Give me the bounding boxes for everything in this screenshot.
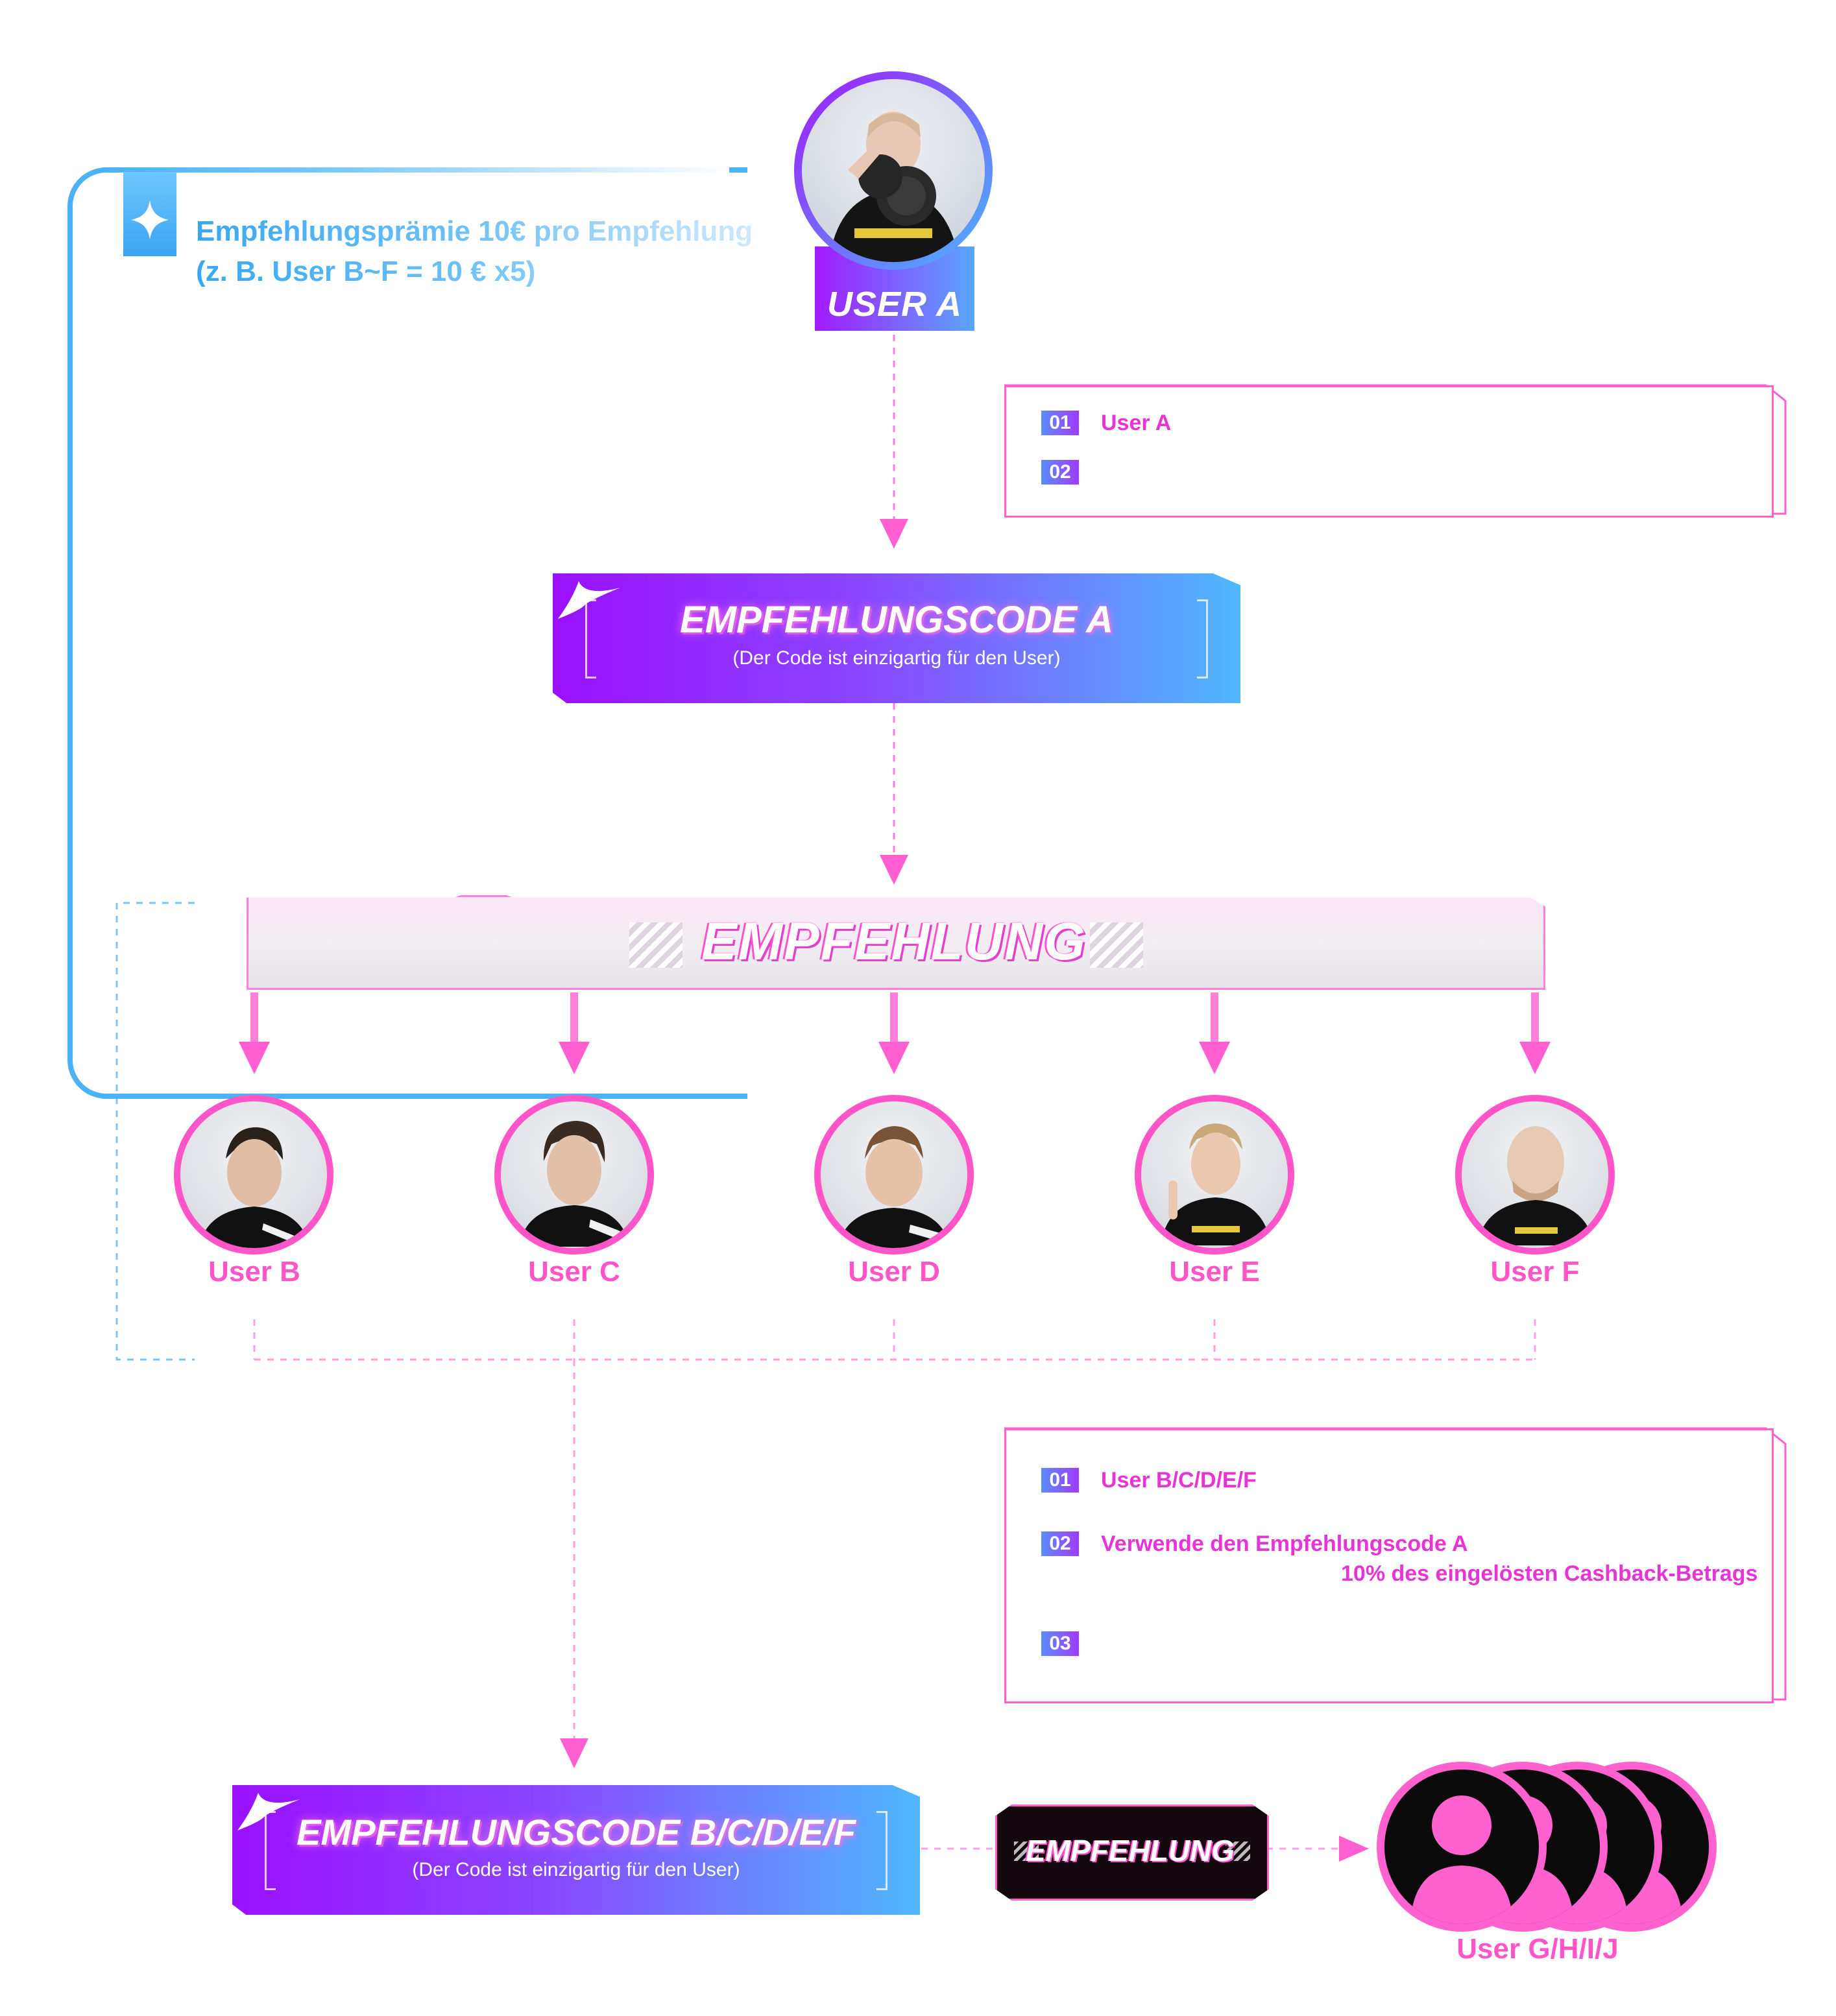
referral-bar-title: EMPFEHLUNG (701, 912, 1087, 971)
user-f-label: User F (1490, 1256, 1580, 1288)
reward-bracket-fade (106, 163, 729, 176)
step-badge-2: 02 (1041, 460, 1079, 485)
step-badge-2: 02 (1041, 1531, 1079, 1556)
info-box-1: 01 User A 02 (1004, 385, 1774, 518)
hatch-right-icon (1226, 1842, 1250, 1861)
step-text-2: Verwende den Empfehlungscode A (1101, 1531, 1468, 1556)
user-c-avatar (494, 1095, 654, 1254)
step-text-2-extra: 10% des eingelösten Cashback-Betrags (1341, 1561, 1758, 1586)
user-placeholder-icon (1410, 1795, 1513, 1924)
user-e-label: User E (1169, 1256, 1260, 1288)
code-a-subtitle: (Der Code ist einzigartig für den User) (732, 647, 1061, 669)
user-c-label: User C (528, 1256, 620, 1288)
user-e-avatar (1135, 1095, 1294, 1254)
step-text-1: User B/C/D/E/F (1101, 1468, 1257, 1493)
reward-star-icon (123, 172, 176, 256)
info-box-2: 01 User B/C/D/E/F 02 Verwende den Empfeh… (1004, 1428, 1774, 1703)
step-badge-3: 03 (1041, 1631, 1079, 1656)
user-g-avatar (1377, 1762, 1547, 1932)
person-photo-icon (1161, 1123, 1271, 1245)
step-badge-1: 01 (1041, 411, 1079, 435)
user-d-avatar (814, 1095, 974, 1254)
step-badge-1: 01 (1041, 1468, 1079, 1493)
user-d-label: User D (848, 1256, 940, 1288)
person-photo-icon (199, 1127, 310, 1248)
user-b-avatar (174, 1095, 333, 1254)
hatch-left-icon (629, 922, 682, 968)
arrow-to-bar (880, 855, 908, 885)
user-a-label: USER A (827, 285, 963, 324)
users-collector-lines (253, 1319, 1536, 1738)
bar-to-users-arrows (239, 992, 1551, 1074)
group-label: User G/H/I/J (1456, 1933, 1619, 1965)
person-photo-icon (828, 112, 959, 262)
referral-small-title: EMPFEHLUNG (1026, 1834, 1235, 1867)
person-photo-icon (838, 1126, 950, 1248)
arrow-to-codea (880, 519, 908, 549)
step-text-1: User A (1101, 411, 1172, 435)
reward-text: Empfehlungsprämie 10€ pro Empfehlung (z.… (196, 211, 780, 292)
code-bcdef-subtitle: (Der Code ist einzigartig für den User) (412, 1859, 740, 1880)
code-a-title: EMPFEHLUNGSCODE A (679, 599, 1114, 641)
code-bcdef-title: EMPFEHLUNGSCODE B/C/D/E/F (296, 1812, 856, 1853)
user-a-avatar (794, 71, 993, 270)
referral-small-box (995, 1805, 1269, 1901)
hatch-right-icon (1090, 922, 1143, 968)
user-b-label: User B (208, 1256, 300, 1288)
users-group-bracket (115, 902, 195, 1361)
code-a-banner: EMPFEHLUNGSCODE A (Der Code ist einzigar… (553, 573, 1240, 703)
user-f-avatar (1455, 1095, 1615, 1254)
referral-bar (247, 895, 1545, 990)
arrow-to-group (1339, 1836, 1369, 1862)
person-photo-icon (519, 1121, 629, 1247)
arrow-to-code-bcdef (560, 1738, 588, 1768)
reward-line-2: (z. B. User B~F = 10 € x5) (196, 256, 536, 287)
person-photo-icon (1477, 1126, 1594, 1245)
code-bcdef-banner: EMPFEHLUNGSCODE B/C/D/E/F (Der Code ist … (232, 1785, 920, 1915)
hatch-left-icon (1014, 1842, 1039, 1861)
reward-line-1: Empfehlungsprämie 10€ pro Empfehlung (196, 215, 753, 247)
